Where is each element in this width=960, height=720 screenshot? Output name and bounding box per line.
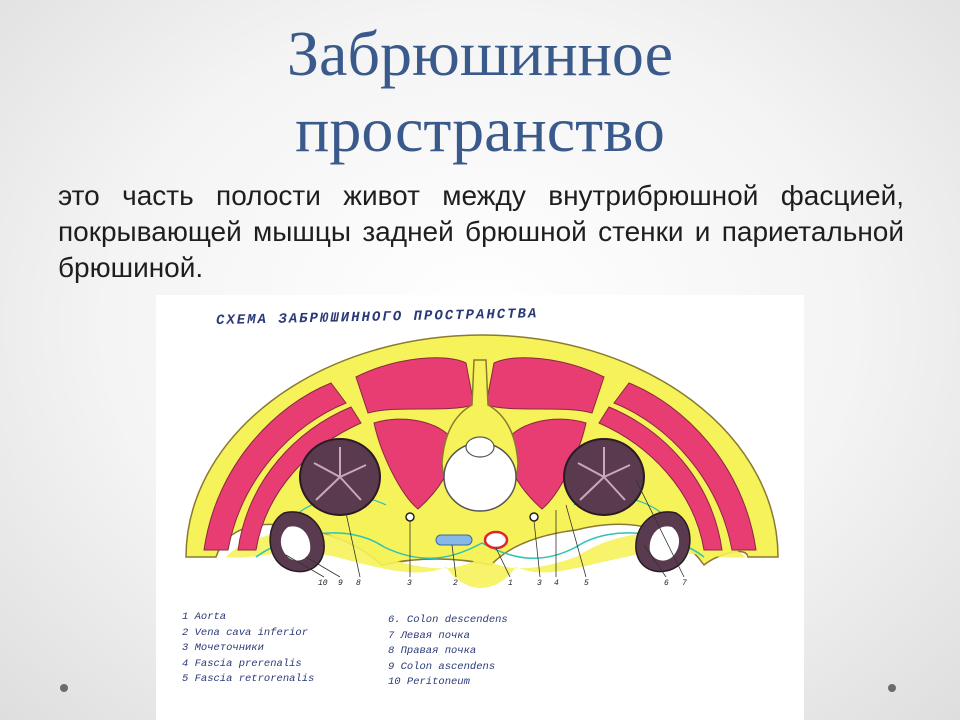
aorta <box>483 530 509 550</box>
diagram-drawing <box>185 334 779 588</box>
definition-text: это часть полости живот между внутрибрюш… <box>58 180 904 283</box>
legend-right: 6. Colon descendens 7 Левая почка 8 Прав… <box>388 613 508 691</box>
label-5: 5 <box>584 579 589 588</box>
legend-item-2: 2 Vena cava inferior <box>182 626 309 639</box>
legend-item-4: 4 Fascia prerenalis <box>182 657 302 670</box>
spinal-canal <box>465 436 495 458</box>
abdominal-wall-muscle-left-2 <box>237 406 362 551</box>
retroperitoneal-diagram: СХЕМА ЗАБРЮШИННОГО ПРОСТРАНСТВА 10 9 8 3… <box>156 295 804 720</box>
abdominal-wall-muscle-right <box>613 382 757 551</box>
label-10: 10 <box>318 579 328 588</box>
label-9: 9 <box>338 579 343 588</box>
legend-item-10: 10 Peritoneum <box>388 676 470 688</box>
colon-ascendens-lumen <box>280 526 311 561</box>
retroperitoneal-fat <box>226 532 746 588</box>
label-3-left: 3 <box>407 579 412 588</box>
label-4: 4 <box>554 579 559 588</box>
label-1: 1 <box>508 579 513 588</box>
legend-item-3: 3 Мочеточники <box>182 642 264 654</box>
legend-left: 1 Aorta 2 Vena cava inferior 3 Мочеточни… <box>182 610 314 688</box>
slide-bullet-right <box>888 684 896 692</box>
label-6: 6 <box>664 579 669 588</box>
label-2: 2 <box>453 579 458 588</box>
slide-title-line-2: пространство <box>295 94 665 165</box>
legend-item-1: 1 Aorta <box>182 611 227 623</box>
vena-cava-inferior <box>435 534 473 546</box>
legend-item-5: 5 Fascia retrorenalis <box>182 673 315 685</box>
abdominal-wall-muscle-right-2 <box>598 406 723 551</box>
legend-item-9: 9 Colon ascendens <box>388 660 496 673</box>
peritoneum-line <box>255 532 705 559</box>
right-ureter <box>405 512 415 522</box>
left-ureter <box>529 512 539 522</box>
legend-item-8: 8 Правая почка <box>388 645 477 657</box>
legend-item-7: 7 Левая почка <box>388 629 470 642</box>
slide-title-line-1: Забрюшинное <box>286 18 674 89</box>
slide-bullet-left <box>60 684 68 692</box>
legend-item-6: 6. Colon descendens <box>388 614 508 626</box>
psoas-muscle-left <box>373 418 457 510</box>
label-3-right: 3 <box>537 579 542 588</box>
label-8: 8 <box>356 579 361 588</box>
label-7: 7 <box>682 579 687 588</box>
abdominal-wall-muscle-left <box>203 382 347 551</box>
